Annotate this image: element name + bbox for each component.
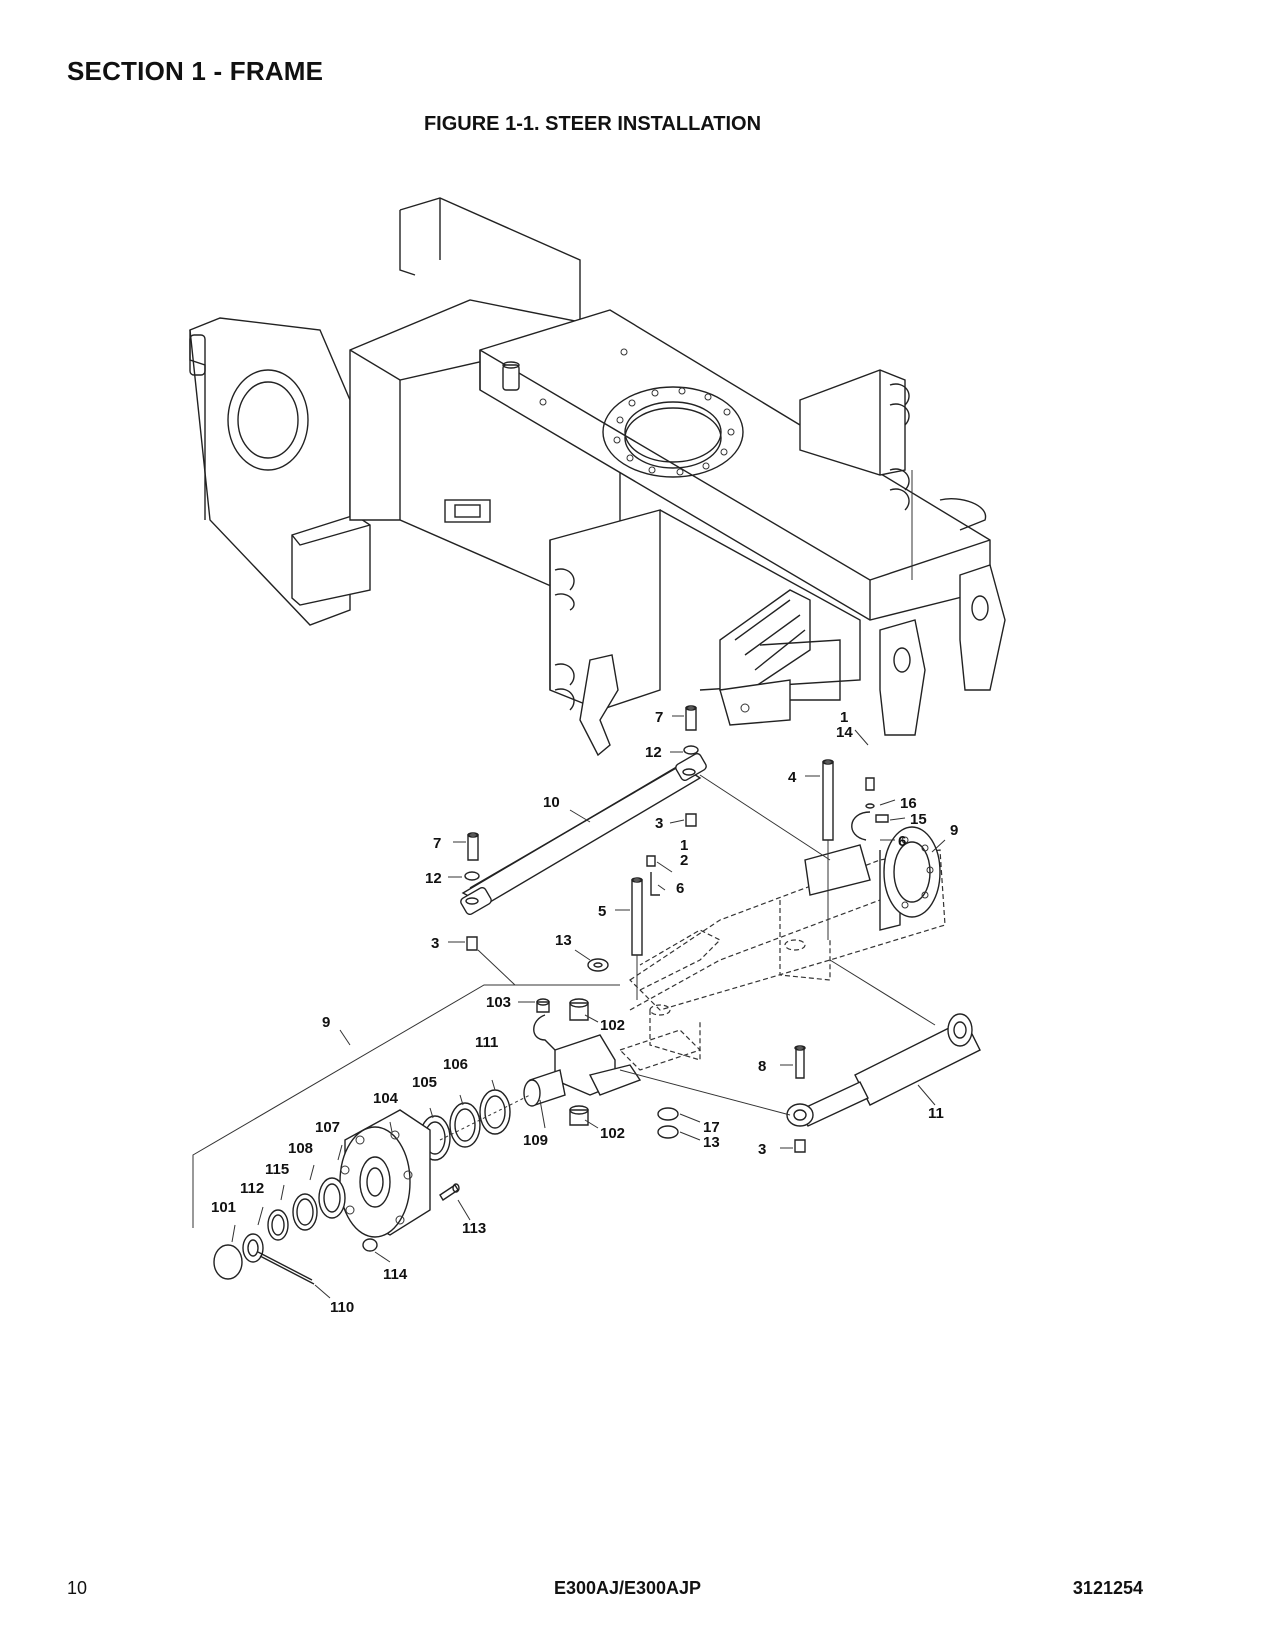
callout-107: 107 xyxy=(315,1119,340,1136)
steer-axle-assembly xyxy=(618,826,946,1071)
callout-16: 16 xyxy=(900,795,917,812)
callout-9-left: 9 xyxy=(322,1014,330,1031)
callout-9-right: 9 xyxy=(950,822,958,839)
callout-110: 110 xyxy=(330,1299,354,1316)
hardware-parts xyxy=(464,705,889,1153)
callout-102-top: 102 xyxy=(600,1017,625,1034)
callout-14: 14 xyxy=(836,724,853,741)
steer-knuckle xyxy=(523,998,642,1126)
construction-lines xyxy=(192,470,936,1228)
callout-17: 17 xyxy=(703,1119,720,1136)
callout-12-left: 12 xyxy=(425,870,442,887)
callout-109: 109 xyxy=(523,1132,548,1149)
callout-3-left: 3 xyxy=(431,935,439,952)
callout-2: 2 xyxy=(680,852,688,869)
callout-114: 114 xyxy=(383,1266,408,1283)
callout-101: 101 xyxy=(211,1199,236,1216)
callout-11: 11 xyxy=(928,1105,944,1122)
callout-105: 105 xyxy=(412,1074,437,1091)
callout-102-bottom: 102 xyxy=(600,1125,625,1142)
callout-6-mid: 6 xyxy=(676,880,684,897)
steer-cylinder xyxy=(786,1013,981,1127)
callout-leaders xyxy=(231,715,946,1299)
wheel-hub-exploded xyxy=(213,1089,531,1285)
callout-13-bottom: 13 xyxy=(703,1134,720,1151)
figure-title: FIGURE 1-1. STEER INSTALLATION xyxy=(423,113,762,135)
callout-10: 10 xyxy=(543,794,560,811)
frame-assembly xyxy=(189,197,1006,757)
callout-106: 106 xyxy=(443,1056,468,1073)
callout-111: 111 xyxy=(475,1034,498,1051)
tie-rod xyxy=(460,752,707,916)
callout-1-top: 1 xyxy=(840,709,848,726)
callout-115: 115 xyxy=(265,1161,289,1178)
callout-7-left: 7 xyxy=(433,835,441,852)
section-title: SECTION 1 - FRAME xyxy=(67,56,324,86)
callout-112: 112 xyxy=(240,1180,264,1197)
callout-103: 103 xyxy=(486,994,511,1011)
callout-3-bottom: 3 xyxy=(758,1141,766,1158)
callout-5: 5 xyxy=(598,903,606,920)
callout-13-top: 13 xyxy=(555,932,572,949)
callout-12-top: 12 xyxy=(645,744,662,761)
callout-labels: 7 12 1 14 16 15 4 6 9 10 3 7 1 2 6 12 5 … xyxy=(211,709,958,1316)
page-number: 10 xyxy=(67,1578,88,1598)
callout-4: 4 xyxy=(788,769,797,786)
callout-1-mid: 1 xyxy=(680,837,688,854)
document-number: 3121254 xyxy=(1072,1578,1143,1598)
model-name: E300AJ/E300AJP xyxy=(553,1578,702,1598)
callout-113: 113 xyxy=(462,1220,486,1237)
bearing-bolt-holes xyxy=(613,387,735,476)
callout-104: 104 xyxy=(373,1090,399,1107)
callout-15: 15 xyxy=(910,811,927,828)
callout-8: 8 xyxy=(758,1058,766,1075)
callout-7-top: 7 xyxy=(655,709,663,726)
callout-3-top: 3 xyxy=(655,815,663,832)
callout-108: 108 xyxy=(288,1140,313,1157)
callout-6-top: 6 xyxy=(898,833,906,850)
